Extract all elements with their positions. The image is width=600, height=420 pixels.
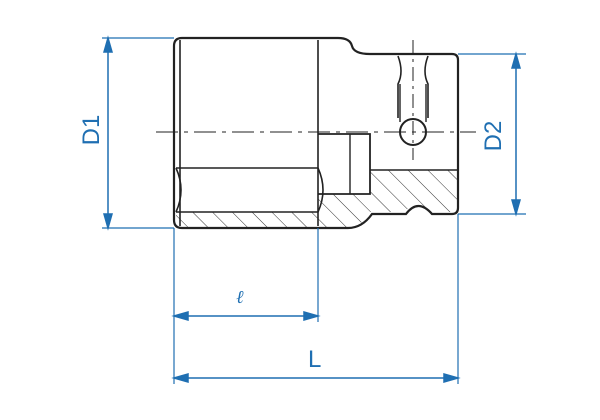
dimension-l-small bbox=[171, 311, 321, 321]
dimension-d2 bbox=[511, 51, 521, 217]
section-hatch bbox=[176, 170, 458, 228]
extension-lines bbox=[102, 37, 526, 384]
dimension-d1 bbox=[103, 35, 113, 231]
label-l-small: ℓ bbox=[236, 287, 244, 307]
dimension-l bbox=[171, 373, 461, 383]
detent-groove bbox=[397, 55, 429, 118]
hex-curve-right bbox=[317, 167, 324, 213]
label-d2: D2 bbox=[480, 120, 507, 152]
inner-bore bbox=[318, 133, 371, 195]
label-l: L bbox=[308, 346, 322, 373]
label-d1: D1 bbox=[78, 114, 105, 146]
hex-curve-left bbox=[175, 167, 182, 213]
socket-outline bbox=[172, 36, 460, 230]
